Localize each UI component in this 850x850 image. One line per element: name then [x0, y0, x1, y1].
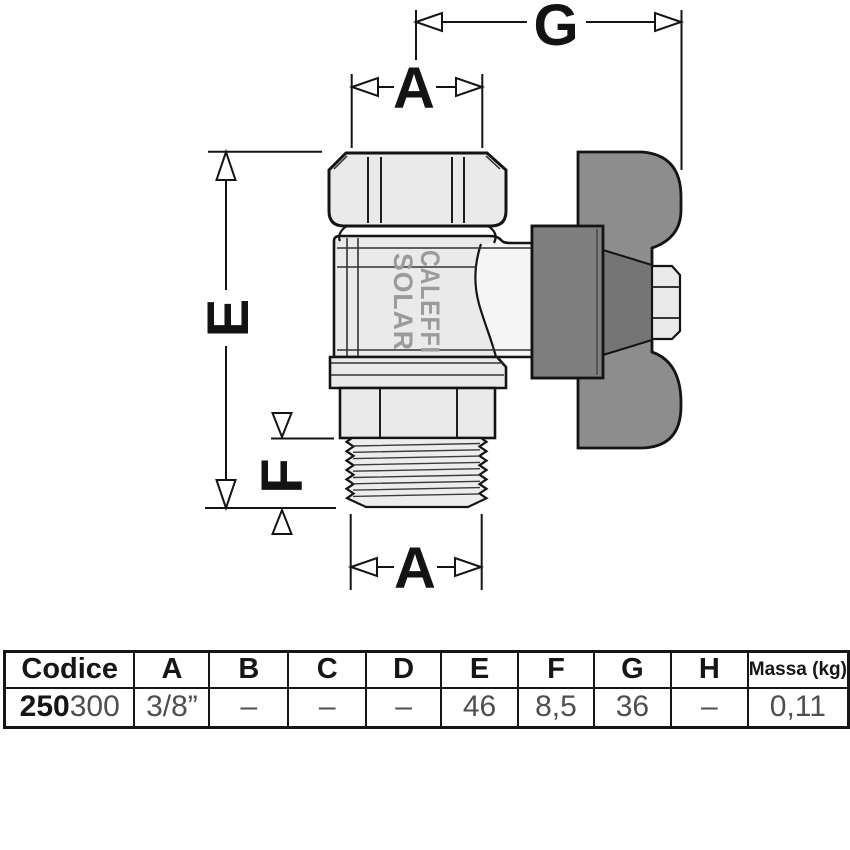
value-e: 46 [440, 686, 519, 729]
value-b: – [208, 686, 290, 729]
dim-f-arrow-down [271, 412, 293, 440]
dim-label-g: G [533, 0, 578, 58]
value-a: 3/8” [133, 686, 211, 729]
value-f: 8,5 [516, 686, 595, 729]
dim-g-arrow-right [654, 11, 685, 33]
dim-a-top-arrow-left [348, 76, 379, 98]
dim-label-a-bottom: A [394, 536, 436, 601]
value-d: – [365, 686, 443, 729]
dim-a-bottom-arrow-left [347, 556, 378, 578]
value-codice-suffix: 300 [69, 690, 120, 724]
dim-label-f: F [250, 458, 315, 493]
top-union-nut [327, 151, 508, 228]
top-nut-chamfer-lines [333, 155, 501, 170]
col-header-codice: Codice [3, 650, 136, 689]
spec-table: Codice A B C D E F G H Massa (kg) 250300… [3, 650, 850, 729]
value-g: 36 [592, 686, 672, 729]
body-accent-lines [337, 238, 534, 356]
col-header-g: G [592, 650, 672, 689]
ball-housing-curve [474, 243, 498, 358]
spec-table-value-row: 250300 3/8” – – – 46 8,5 36 – 0,11 [3, 686, 850, 729]
value-codice: 250300 [3, 686, 136, 729]
col-header-b: B [208, 650, 290, 689]
handle-stem-hex [650, 264, 682, 341]
flange-accent-lines [331, 362, 504, 376]
dim-label-a-top: A [393, 56, 435, 121]
value-massa: 0,11 [746, 686, 850, 729]
male-hex-facet-lines [379, 389, 458, 437]
col-header-d: D [365, 650, 443, 689]
col-header-massa: Massa (kg) [746, 650, 850, 689]
dim-e-arrow-down [215, 479, 237, 512]
col-header-h: H [669, 650, 749, 689]
thread-crest-lines [352, 442, 481, 498]
dimension-f [271, 412, 334, 535]
value-c: – [287, 686, 368, 729]
dim-a-bottom-arrow-right [454, 556, 485, 578]
dim-label-e: E [196, 299, 261, 338]
spec-table-header-row: Codice A B C D E F G H Massa (kg) [3, 650, 850, 689]
dim-e-arrow-up [215, 148, 237, 181]
neck-curves [338, 225, 497, 244]
dim-a-top-arrow-right [455, 76, 486, 98]
value-h: – [669, 686, 749, 729]
dimension-g [412, 10, 685, 170]
dimension-a-bottom [347, 514, 485, 590]
dimension-a-top [348, 74, 486, 148]
brand-logo-line2: SOLAR [388, 253, 418, 351]
col-header-a: A [133, 650, 211, 689]
valve-technical-drawing: G A E F [196, 0, 685, 601]
dim-g-arrow-left [412, 11, 443, 33]
col-header-c: C [287, 650, 368, 689]
handle-hub [530, 224, 605, 380]
handle-neck [602, 248, 653, 357]
value-codice-prefix: 250 [19, 690, 70, 724]
col-header-f: F [516, 650, 595, 689]
bottom-flange [328, 355, 508, 390]
male-hex [338, 386, 497, 440]
dim-f-arrow-up [271, 507, 293, 535]
dimension-e [205, 148, 336, 512]
col-header-e: E [440, 650, 519, 689]
top-nut-facet-lines [367, 157, 465, 223]
stem-hex-facet-lines [653, 286, 679, 319]
brand-logo-line1: CALEFFI [415, 250, 445, 354]
